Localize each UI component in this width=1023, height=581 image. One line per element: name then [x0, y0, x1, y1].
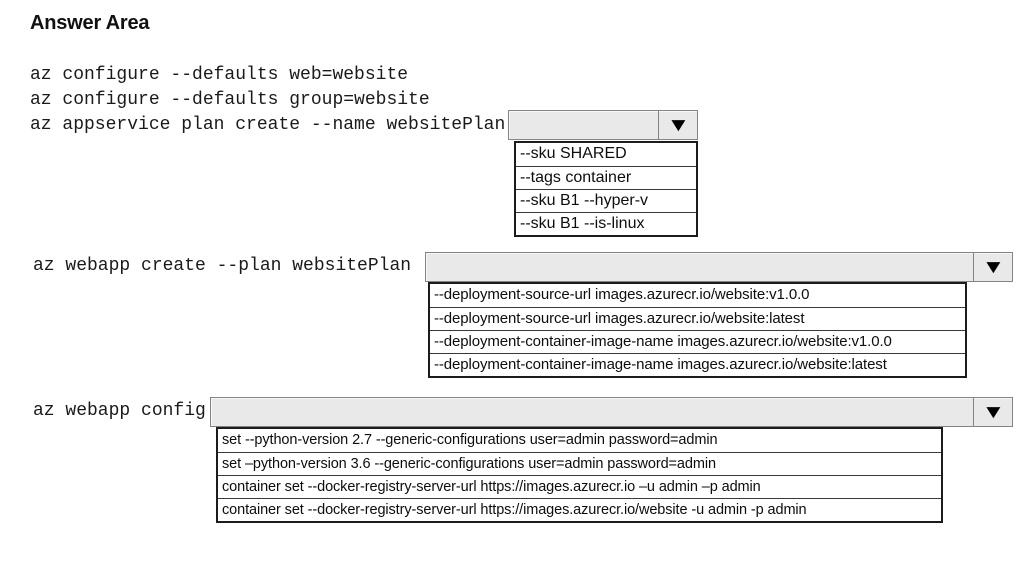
command-az-appservice-plan-create: az appservice plan create --name website…	[30, 115, 506, 135]
option-sku-b1-hyper-v[interactable]: --sku B1 --hyper-v	[516, 189, 696, 212]
dropdown-appservice-plan-arrow-button[interactable]: ▼	[658, 111, 697, 139]
command-az-webapp-create: az webapp create --plan websitePlan	[33, 256, 412, 276]
option-sku-b1-is-linux[interactable]: --sku B1 --is-linux	[516, 212, 696, 235]
page-title: Answer Area	[30, 12, 150, 34]
option-container-set-registry-website[interactable]: container set --docker-registry-server-u…	[218, 498, 941, 521]
option-deployment-container-image-v100[interactable]: --deployment-container-image-name images…	[430, 330, 965, 353]
dropdown-appservice-plan-value	[509, 111, 658, 139]
dropdown-webapp-config-options: set --python-version 2.7 --generic-confi…	[216, 427, 943, 523]
command-az-configure-group: az configure --defaults group=website	[30, 90, 430, 110]
option-deployment-container-image-latest[interactable]: --deployment-container-image-name images…	[430, 353, 965, 376]
chevron-down-icon: ▼	[981, 401, 1005, 423]
dropdown-webapp-config-value	[211, 398, 973, 426]
option-sku-shared[interactable]: --sku SHARED	[520, 145, 627, 162]
dropdown-webapp-create[interactable]: ▼	[425, 252, 1013, 282]
dropdown-webapp-create-options: --deployment-source-url images.azurecr.i…	[428, 282, 967, 378]
dropdown-appservice-plan-options: --sku SHARED --tags container --sku B1 -…	[514, 141, 698, 237]
option-set-python-36[interactable]: set –python-version 3.6 --generic-config…	[218, 452, 941, 475]
dropdown-webapp-create-value	[426, 253, 973, 281]
chevron-down-icon: ▼	[981, 256, 1005, 278]
command-az-webapp-config: az webapp config	[33, 401, 206, 421]
dropdown-webapp-create-arrow-button[interactable]: ▼	[973, 253, 1012, 281]
option-set-python-27[interactable]: set --python-version 2.7 --generic-confi…	[222, 432, 718, 448]
chevron-down-icon: ▼	[666, 114, 690, 136]
option-deployment-source-url-v100[interactable]: --deployment-source-url images.azurecr.i…	[434, 286, 810, 303]
dropdown-appservice-plan[interactable]: ▼	[508, 110, 698, 140]
command-az-configure-web: az configure --defaults web=website	[30, 65, 409, 85]
option-container-set-registry[interactable]: container set --docker-registry-server-u…	[218, 475, 941, 498]
option-deployment-source-url-latest[interactable]: --deployment-source-url images.azurecr.i…	[430, 307, 965, 330]
dropdown-webapp-config[interactable]: ▼	[210, 397, 1013, 427]
option-tags-container[interactable]: --tags container	[516, 166, 696, 189]
dropdown-webapp-config-arrow-button[interactable]: ▼	[973, 398, 1012, 426]
